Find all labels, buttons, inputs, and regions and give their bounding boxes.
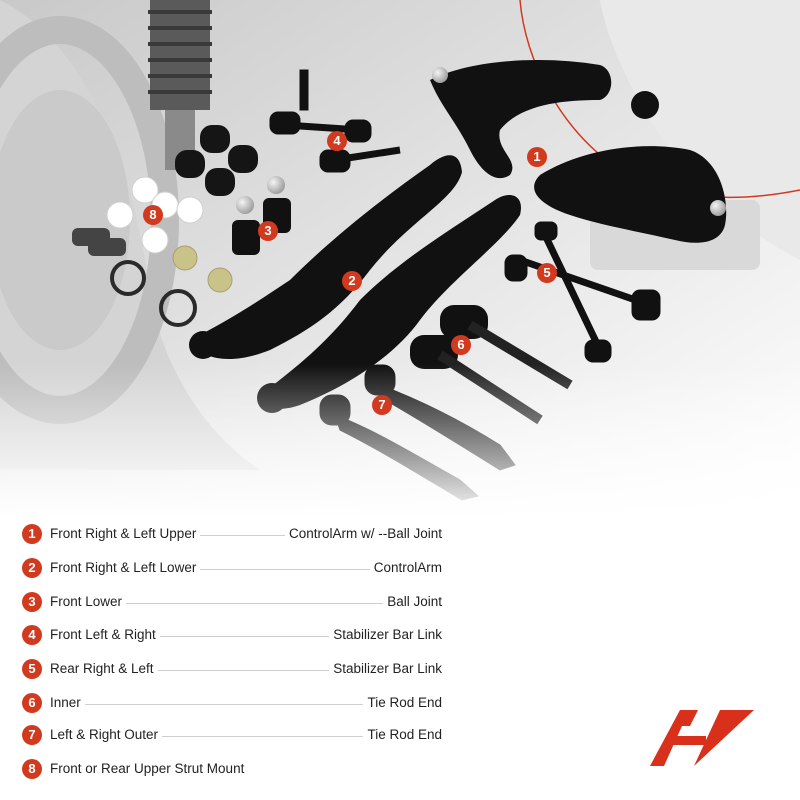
legend-row: 4 Front Left & Right Stabilizer Bar Link (22, 625, 442, 647)
parts-kit-illustration (0, 0, 800, 520)
callout-2: 2 (342, 271, 362, 291)
a-premium-logo-icon (650, 710, 754, 766)
legend-position: Inner (50, 695, 85, 710)
legend-number: 3 (22, 592, 42, 612)
legend-number: 1 (22, 524, 42, 544)
legend-leader-line (50, 569, 442, 570)
legend-leader-line (50, 704, 442, 705)
legend-position: Front Right & Left Lower (50, 560, 201, 575)
legend-number: 6 (22, 693, 42, 713)
legend-row: 2 Front Right & Left Lower ControlArm (22, 558, 442, 580)
legend-position: Front Lower (50, 594, 127, 609)
legend-leader-line (50, 636, 442, 637)
callout-7: 7 (372, 395, 392, 415)
legend-leader-line (50, 670, 442, 671)
legend-leader-line (50, 603, 442, 604)
legend-number: 4 (22, 625, 42, 645)
legend-position: Front Left & Right (50, 627, 160, 642)
legend-row: 3 Front Lower Ball Joint (22, 592, 442, 614)
legend-row: 5 Rear Right & Left Stabilizer Bar Link (22, 659, 442, 681)
legend-part-name: Tie Rod End (363, 727, 442, 742)
legend-part-name: Tie Rod End (363, 695, 442, 710)
legend-part-name: Stabilizer Bar Link (329, 661, 442, 676)
callout-8: 8 (143, 205, 163, 225)
legend-number: 8 (22, 759, 42, 779)
legend-leader-line (50, 535, 442, 536)
callout-6: 6 (451, 335, 471, 355)
legend-row: 7 Left & Right Outer Tie Rod End (22, 725, 442, 747)
legend-position: Front Right & Left Upper (50, 526, 201, 541)
callout-4: 4 (327, 131, 347, 151)
legend-row: 6 Inner Tie Rod End (22, 693, 442, 715)
legend-row: 1 Front Right & Left Upper ControlArm w/… (22, 524, 442, 546)
callout-1: 1 (527, 147, 547, 167)
legend-part-name: Ball Joint (383, 594, 442, 609)
legend-position: Front or Rear Upper Strut Mount (50, 761, 249, 776)
legend-number: 7 (22, 725, 42, 745)
callout-3: 3 (258, 221, 278, 241)
legend-row: 8 Front or Rear Upper Strut Mount (22, 759, 442, 781)
legend-leader-line (50, 736, 442, 737)
legend-part-name: ControlArm w/ --Ball Joint (284, 526, 442, 541)
legend-position: Left & Right Outer (50, 727, 163, 742)
legend-number: 5 (22, 659, 42, 679)
legend-part-name: Stabilizer Bar Link (329, 627, 442, 642)
legend-number: 2 (22, 558, 42, 578)
legend-position: Rear Right & Left (50, 661, 158, 676)
legend-part-name: ControlArm (369, 560, 442, 575)
callout-5: 5 (537, 263, 557, 283)
